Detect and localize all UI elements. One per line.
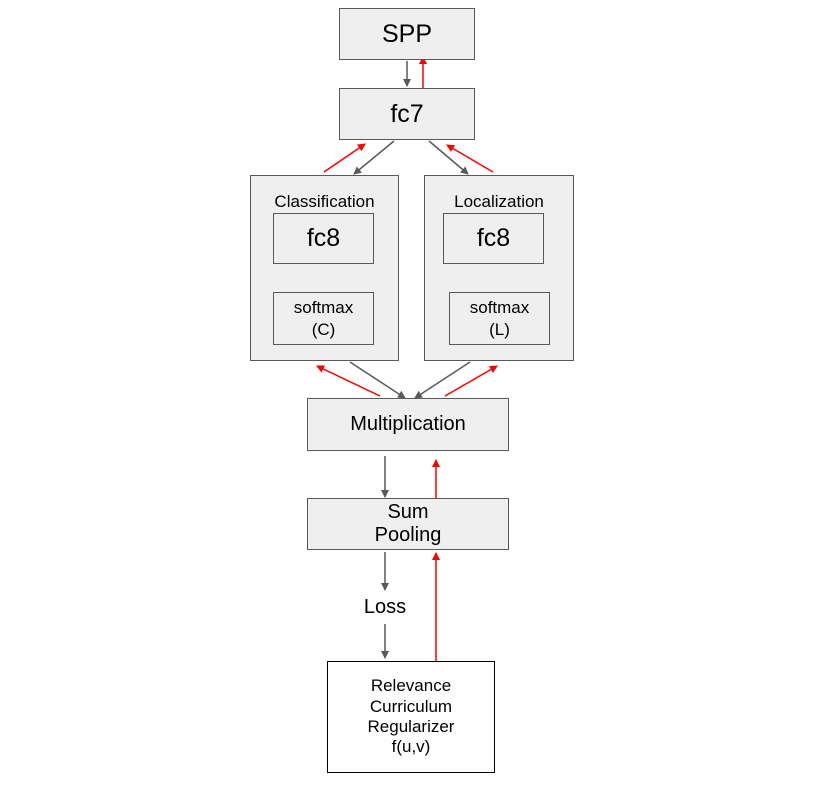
fc8-localization-node: fc8 [443, 213, 544, 264]
backward-arrow-multiplication-classification [316, 365, 381, 397]
backward-arrow-classification-fc7 [323, 143, 366, 173]
forward-arrow-fc7-localization [428, 140, 469, 175]
spp-node: SPP [339, 8, 475, 60]
spp-label: SPP [381, 19, 433, 48]
regularizer-label: Relevance Curriculum Regularizer f(u,v) [367, 676, 455, 757]
fc7-label: fc7 [390, 99, 424, 128]
forward-arrow-localization-multiplication [414, 361, 471, 399]
sum-pooling-node: Sum Pooling [307, 498, 509, 550]
multiplication-label: Multiplication [350, 413, 466, 435]
fc8-classification-node: fc8 [273, 213, 374, 264]
forward-arrow-classification-multiplication [349, 361, 406, 399]
localization-title: Localization [454, 192, 544, 211]
fc8-classification-label: fc8 [306, 224, 341, 252]
regularizer-node: Relevance Curriculum Regularizer f(u,v) [327, 661, 495, 773]
forward-arrow-fc7-classification [353, 140, 395, 175]
classification-title: Classification [274, 192, 375, 211]
softmax-c-label: softmax (C) [293, 298, 354, 339]
backward-arrow-localization-fc7 [446, 144, 494, 173]
multiplication-node: Multiplication [307, 398, 509, 451]
loss-label: Loss [363, 596, 407, 618]
sum-pooling-label: Sum Pooling [374, 501, 442, 546]
softmax-l-node: softmax (L) [449, 292, 550, 345]
backward-arrow-multiplication-localization [444, 365, 498, 397]
softmax-c-node: softmax (C) [273, 292, 374, 345]
fc8-localization-label: fc8 [476, 224, 511, 252]
softmax-l-label: softmax (L) [469, 298, 530, 339]
fc7-node: fc7 [339, 88, 475, 140]
